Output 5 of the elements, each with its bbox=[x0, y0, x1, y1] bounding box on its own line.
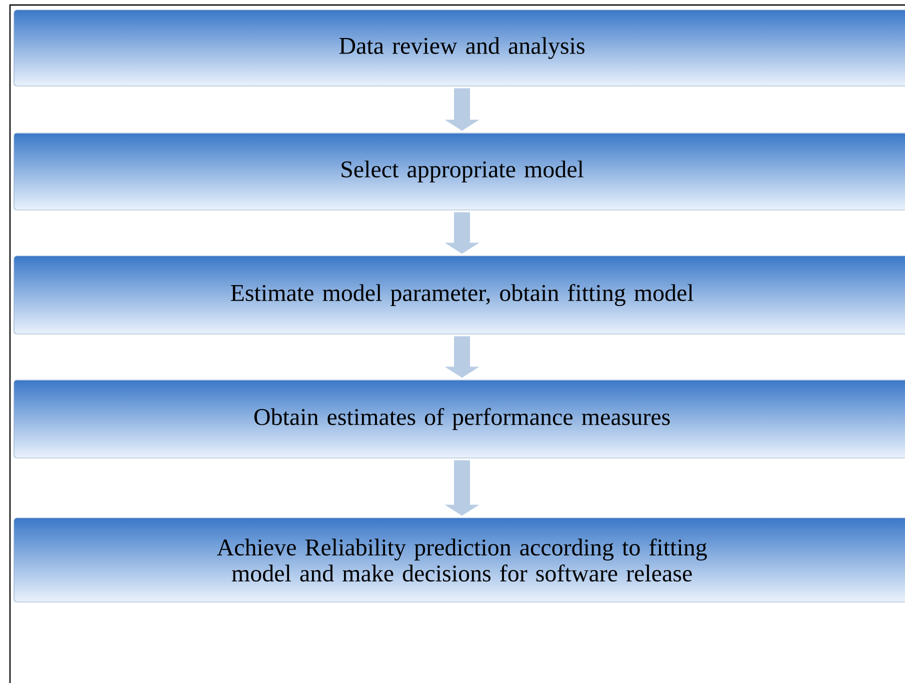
process-box: Select appropriate model bbox=[14, 132, 905, 210]
process-box: Obtain estimates of performance measures bbox=[14, 380, 905, 458]
process-box: Estimate model parameter, obtain fitting model bbox=[14, 256, 905, 334]
process-box: Achieve Reliability prediction according to fitting model and make decisions for software release bbox=[14, 518, 905, 602]
process-box: Data review and analysis bbox=[14, 10, 905, 86]
